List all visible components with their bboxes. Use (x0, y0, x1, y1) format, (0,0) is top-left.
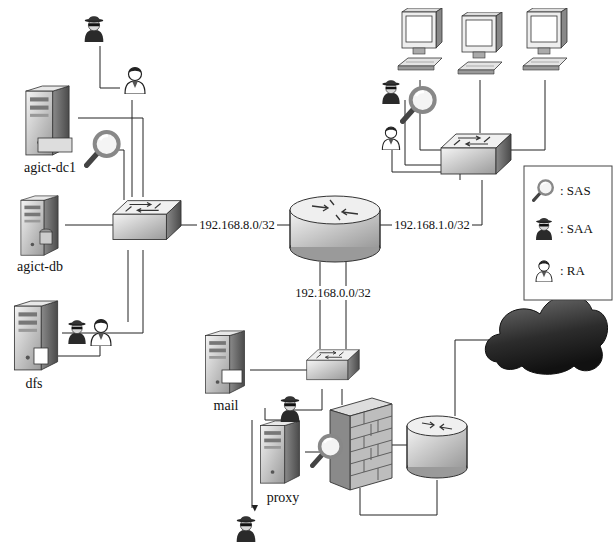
server-label-node: agict-dc1 (21, 159, 79, 177)
subnet-label: 192.168.1.0/32 (392, 218, 471, 232)
server-name: proxy (267, 490, 300, 506)
server-label-node: agict-db (14, 258, 66, 276)
server-label-node: proxy (264, 489, 303, 507)
server-name: mail (214, 398, 239, 414)
server-name: agict-db (17, 259, 63, 275)
legend-text: : RA (560, 263, 585, 278)
server-label-node: dfs (22, 375, 45, 393)
subnet-label: 192.168.8.0/32 (197, 218, 276, 232)
server-name: agict-dc1 (24, 160, 76, 176)
server-label-node: mail (211, 397, 242, 415)
subnet-label: 192.168.0.0/32 (293, 286, 372, 300)
legend-text: : SAS (560, 183, 591, 198)
server-name: dfs (25, 376, 42, 392)
legend-text: : SAA (560, 221, 593, 236)
